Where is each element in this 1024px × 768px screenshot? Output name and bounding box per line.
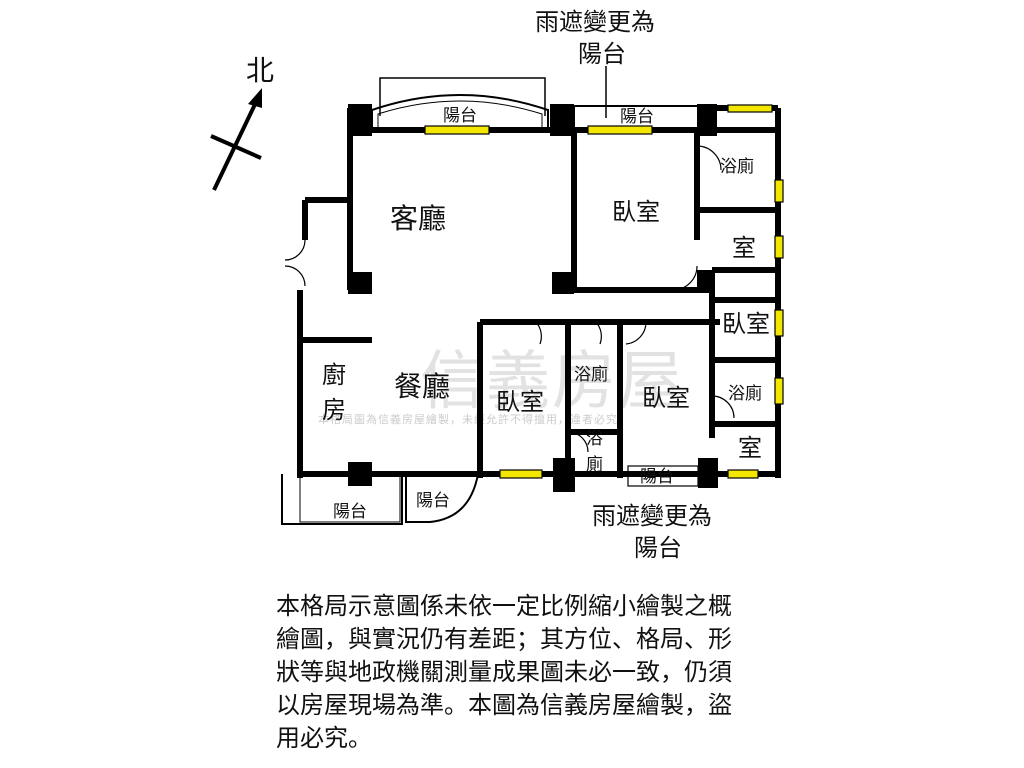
room-label-1: 室: [732, 234, 756, 262]
bottom-annotation-line1: 雨遮變更為: [592, 502, 712, 530]
room-label-2: 室: [738, 434, 762, 462]
bathroom-label-4: 浴: [586, 429, 603, 449]
balcony-label-bottom-mid: 陽台: [416, 491, 450, 511]
columns: [348, 104, 718, 492]
compass: 北: [210, 54, 274, 191]
kitchen-label-1: 廚: [322, 361, 346, 389]
bedroom-label-4: 臥室: [642, 384, 690, 412]
disclaimer-line-1: 本格局示意圖係未依一定比例縮小繪製之概: [276, 592, 732, 620]
disclaimer-line-5: 用必究。: [276, 724, 372, 752]
balcony-label-top-right: 陽台: [620, 107, 654, 127]
bathroom-label-2: 浴廁: [728, 383, 762, 404]
bottom-annotation-line2: 陽台: [634, 534, 682, 562]
watermark-notice: 本格局圖為信義房屋繪製，未經允許不得擅用，違者必究: [318, 413, 618, 426]
bathroom-label-4b: 廁: [586, 454, 603, 475]
top-annotation-line2: 陽台: [578, 40, 626, 68]
bathroom-label-1: 浴廁: [720, 156, 754, 177]
compass-label: 北: [246, 54, 274, 87]
bathroom-label-3: 浴廁: [574, 364, 608, 385]
windows: [424, 104, 784, 479]
kitchen-label-2: 房: [322, 396, 346, 424]
balcony-label-top-left: 陽台: [443, 106, 477, 126]
floor-plan: 北 雨遮變更為 陽台 陽台 陽台: [210, 8, 784, 562]
watermark-brand: 信義房屋: [420, 345, 684, 419]
disclaimer-line-3: 狀等與地政機關測量成果圖未必一致，仍須: [276, 658, 732, 686]
doors: [284, 145, 735, 453]
living-room-label: 客廳: [390, 202, 446, 235]
top-annotation-line1: 雨遮變更為: [535, 8, 655, 36]
dining-room-label: 餐廳: [394, 370, 450, 403]
balcony-label-bottom-left: 陽台: [333, 502, 367, 522]
disclaimer-line-4: 以房屋現場為準。本圖為信義房屋繪製，盜: [276, 691, 732, 719]
disclaimer-line-2: 繪圖，與實況仍有差距；其方位、格局、形: [276, 625, 732, 653]
balcony-label-bottom-right: 陽台: [640, 467, 674, 487]
disclaimer: 本格局示意圖係未依一定比例縮小繪製之概 繪圖，與實況仍有差距；其方位、格局、形 …: [276, 590, 816, 755]
north-arrow-icon: [248, 88, 262, 108]
bedroom-label-3: 臥室: [496, 388, 544, 416]
bedroom-label-2: 臥室: [722, 310, 770, 338]
bedroom-label-1: 臥室: [612, 198, 660, 226]
